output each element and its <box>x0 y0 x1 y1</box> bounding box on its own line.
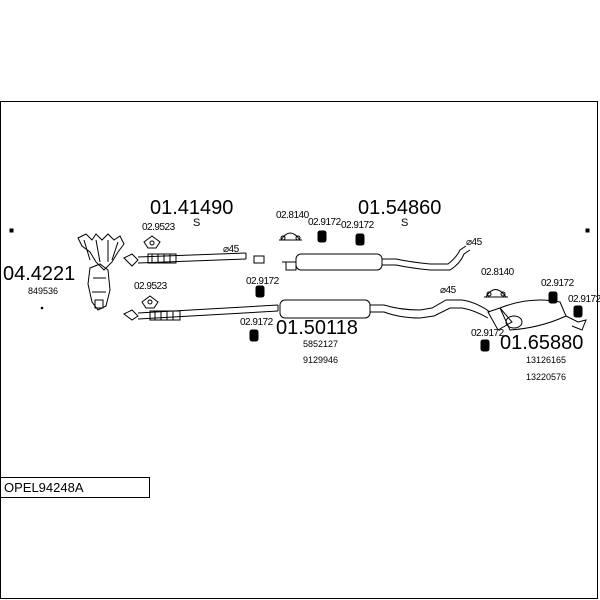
rubber-mount <box>317 230 327 243</box>
part-code-4: 01.50118 <box>276 317 358 339</box>
marker-right <box>585 228 590 233</box>
rubber-mount <box>573 305 583 318</box>
clamp-label-a: 02.9523 <box>142 222 175 233</box>
hanger-right-shape <box>484 289 508 298</box>
clamp-a-shape <box>143 235 161 249</box>
rubber-label-6: 02.9172 <box>541 278 574 289</box>
rubber-mount <box>255 285 265 298</box>
part-ref-4b: 9129946 <box>303 355 339 365</box>
diagram-title: OPEL94248A <box>0 477 150 498</box>
rubber-mount <box>249 329 259 342</box>
middle-silencer-top <box>253 245 471 271</box>
hanger-label-right: 02.8140 <box>481 267 514 278</box>
part-ref-5a: 13126165 <box>526 355 567 365</box>
part-code-2: 01.41490 <box>150 197 234 219</box>
diameter-label-1: ⌀45 <box>223 244 239 255</box>
manifold-catalyst-part <box>77 233 125 311</box>
marker-left <box>9 228 14 233</box>
front-pipe-upper <box>123 252 247 267</box>
rubber-label-1: 02.9172 <box>308 217 341 228</box>
part-code-5: 01.65880 <box>500 332 584 354</box>
front-pipe-lower <box>123 304 279 321</box>
diameter-label-3: ⌀45 <box>440 285 456 296</box>
part-suffix-3: S <box>401 217 409 229</box>
part-ref-5b: 13220576 <box>526 372 567 382</box>
clamp-label-b: 02.9523 <box>134 281 167 292</box>
rubber-mount <box>480 339 490 352</box>
clamp-b-shape <box>141 295 159 309</box>
part-code-1: 04.4221 <box>3 263 76 285</box>
part-ref-1: 849536 <box>28 286 59 296</box>
hanger-top-shape <box>279 232 302 241</box>
diagram-frame <box>0 101 598 599</box>
rubber-label-4: 02.9172 <box>240 317 273 328</box>
rear-silencer <box>487 299 587 331</box>
rubber-label-5: 02.9172 <box>471 328 504 339</box>
rubber-label-2: 02.9172 <box>341 220 374 231</box>
rubber-label-3: 02.9172 <box>246 276 279 287</box>
middle-silencer-lower <box>277 299 491 319</box>
part-suffix-2: S <box>193 217 201 229</box>
rubber-label-7: 02.9172 <box>568 294 600 305</box>
part-code-3: 01.54860 <box>358 197 442 219</box>
part-ref-4a: 5852127 <box>303 339 339 349</box>
diameter-label-2: ⌀45 <box>466 237 482 248</box>
rubber-mount <box>355 233 365 246</box>
hanger-label-top: 02.8140 <box>276 210 309 221</box>
rubber-mount <box>548 291 558 304</box>
